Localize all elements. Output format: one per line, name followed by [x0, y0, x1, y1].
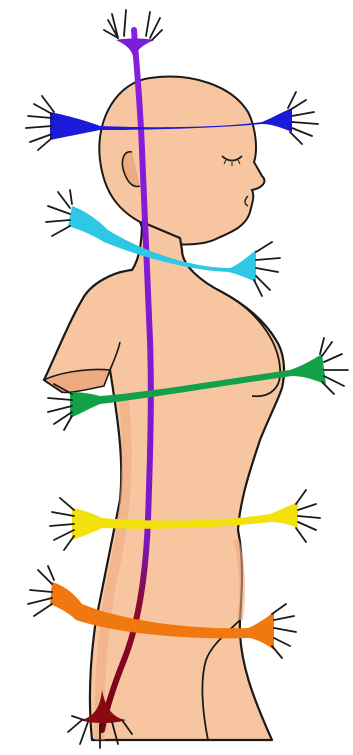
torso-shape	[44, 222, 284, 740]
